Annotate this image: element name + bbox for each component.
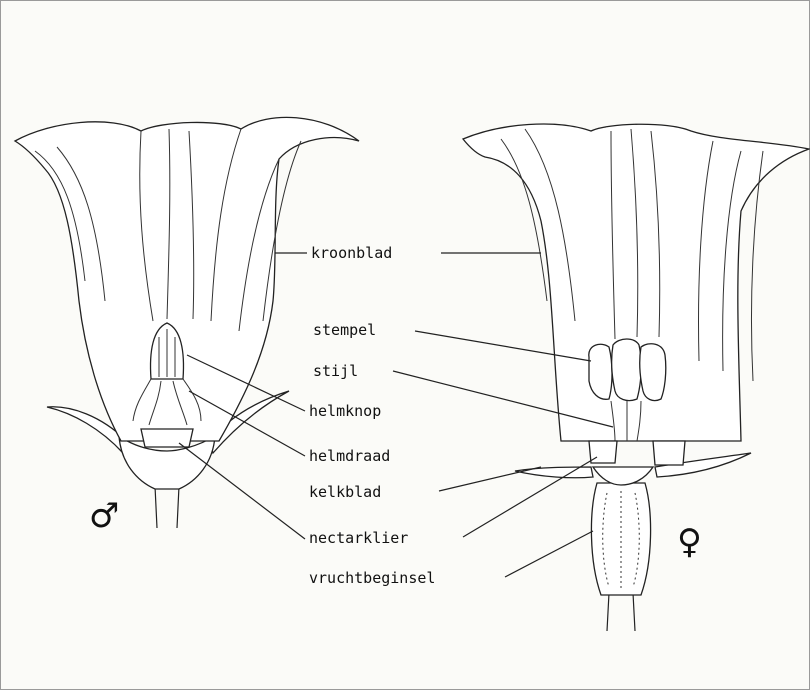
female-symbol: ♀ — [677, 522, 702, 562]
female-stigma-lobe — [612, 339, 641, 401]
leader-nectarklier-left — [179, 443, 305, 539]
male-corolla — [15, 117, 359, 441]
label-helmknop: helmknop — [309, 402, 381, 420]
female-nectary — [653, 441, 685, 465]
label-stijl: stijl — [313, 362, 358, 380]
label-helmdraad: helmdraad — [309, 447, 390, 465]
female-ovary — [591, 483, 650, 595]
female-stigma-lobe — [589, 344, 612, 399]
male-nectary — [141, 429, 193, 447]
female-receptacle — [593, 467, 653, 485]
label-stempel: stempel — [313, 321, 376, 339]
female-flower — [463, 124, 809, 631]
female-sepal-left — [515, 467, 593, 478]
female-stalk — [607, 593, 635, 631]
label-nectarklier: nectarklier — [309, 529, 408, 547]
label-vruchtbeginsel: vruchtbeginsel — [309, 569, 435, 587]
male-symbol: ♂ — [89, 496, 119, 536]
male-stalk — [155, 486, 179, 528]
leader-kelkblad — [439, 467, 541, 491]
female-stigma-lobe — [640, 344, 666, 401]
label-kroonblad: kroonblad — [311, 244, 392, 262]
leader-vruchtbeginsel — [505, 531, 593, 577]
male-flower — [15, 117, 359, 528]
label-kelkblad: kelkblad — [309, 483, 381, 501]
